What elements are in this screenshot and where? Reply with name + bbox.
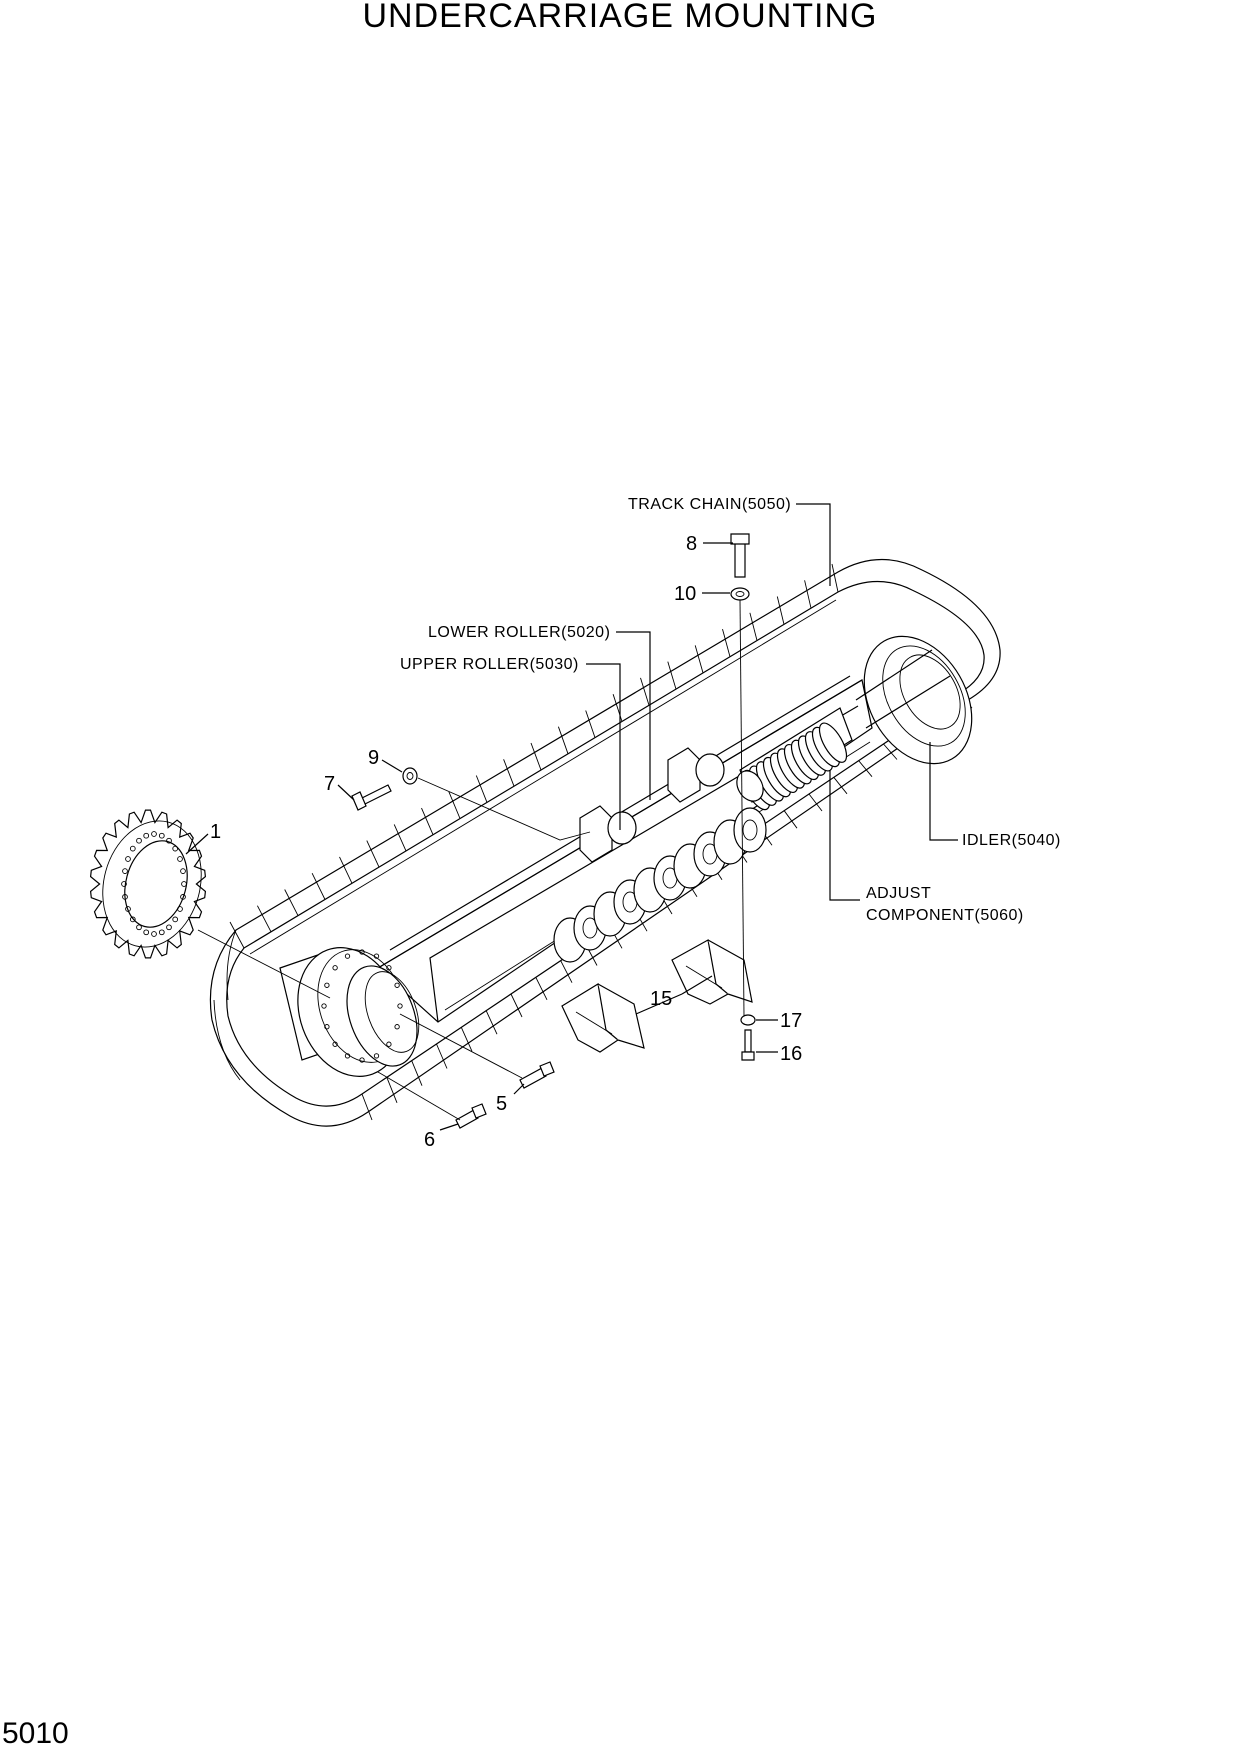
motor-bolt: [359, 1057, 365, 1063]
idler-drawing: [855, 635, 973, 765]
motor-bolt: [321, 1003, 327, 1009]
motor-bolt: [373, 953, 380, 959]
motor-bolt: [373, 1053, 380, 1059]
spring-coil: [818, 722, 848, 763]
sprocket-bolt-hole: [143, 832, 150, 839]
sprocket-bolt-hole: [177, 906, 183, 912]
motor-bolt: [394, 982, 400, 988]
sprocket-bolt-hole: [125, 906, 131, 912]
callout-5: 5: [496, 1093, 507, 1115]
motor-bolt: [332, 1041, 338, 1047]
callout-17: 17: [780, 1010, 802, 1032]
callout-6: 6: [424, 1129, 435, 1151]
label-adjust-line2: COMPONENT(5060): [866, 907, 1024, 924]
sprocket-bolt-hole: [180, 894, 186, 900]
motor-bolt: [344, 953, 351, 959]
motor-bolt: [344, 1053, 351, 1059]
callout-9: 9: [368, 747, 379, 769]
callout-1: 1: [210, 821, 221, 843]
callout-8: 8: [686, 533, 697, 555]
motor-bolt: [394, 1024, 400, 1030]
leader-lines: [185, 503, 958, 1131]
label-idler: IDLER(5040): [962, 832, 1061, 849]
sprocket-bolt-hole: [136, 837, 142, 844]
sprocket-bolt-hole: [172, 916, 179, 923]
sprocket-bolt-hole: [166, 837, 172, 844]
sprocket-bolt-hole: [158, 832, 165, 839]
lower-roller-flange: [733, 807, 767, 853]
sprocket-bolt-hole: [122, 894, 128, 900]
sprocket-bolt-hole: [125, 856, 131, 862]
sprocket-bolt-hole: [166, 924, 172, 931]
sprocket-bolt-hole: [158, 929, 165, 936]
motor-bolt: [324, 1024, 330, 1030]
callout-15: 15: [650, 988, 672, 1010]
sprocket-bolt-hole: [180, 868, 186, 874]
adjust-component-drawing: [736, 707, 853, 811]
sprocket-bolt-hole: [143, 929, 150, 936]
travel-motor-drawing: [279, 947, 420, 1077]
track-guard-drawing: [561, 939, 753, 1053]
lower-roller-drawing: [553, 807, 767, 963]
motor-bolt: [386, 1041, 392, 1047]
callout-16: 16: [780, 1043, 802, 1065]
callout-10: 10: [674, 583, 696, 605]
motor-bolt: [386, 965, 392, 971]
label-upper-roller: UPPER ROLLER(5030): [400, 656, 579, 673]
sprocket-drawing: [89, 809, 207, 959]
sprocket-bolt-hole: [129, 916, 136, 923]
sprocket-bolt-hole: [122, 868, 128, 874]
motor-bolt: [324, 982, 330, 988]
sprocket-bolt-hole: [151, 831, 157, 837]
sprocket-bolt-hole: [172, 845, 179, 852]
label-track-chain: TRACK CHAIN(5050): [628, 496, 791, 513]
lower-roller-hub: [742, 819, 758, 841]
upper-roller-drawing: [579, 747, 725, 863]
sprocket-bolt-hole: [181, 881, 187, 887]
sprocket-bolt-hole: [136, 924, 142, 931]
page-number: 5010: [2, 1717, 69, 1750]
sprocket-bolt-hole: [129, 845, 136, 852]
sprocket-bolt-hole: [121, 881, 127, 887]
label-lower-roller: LOWER ROLLER(5020): [428, 624, 610, 641]
page-title: UNDERCARRIAGE MOUNTING: [362, 0, 878, 35]
sprocket-bolt-hole: [177, 856, 183, 862]
sprocket-bolt-hole: [151, 931, 157, 937]
label-adjust-line1: ADJUST: [866, 885, 931, 902]
motor-bolt: [332, 965, 338, 971]
motor-bolt: [397, 1003, 403, 1009]
motor-bolt: [359, 949, 365, 955]
callout-7: 7: [324, 773, 335, 795]
